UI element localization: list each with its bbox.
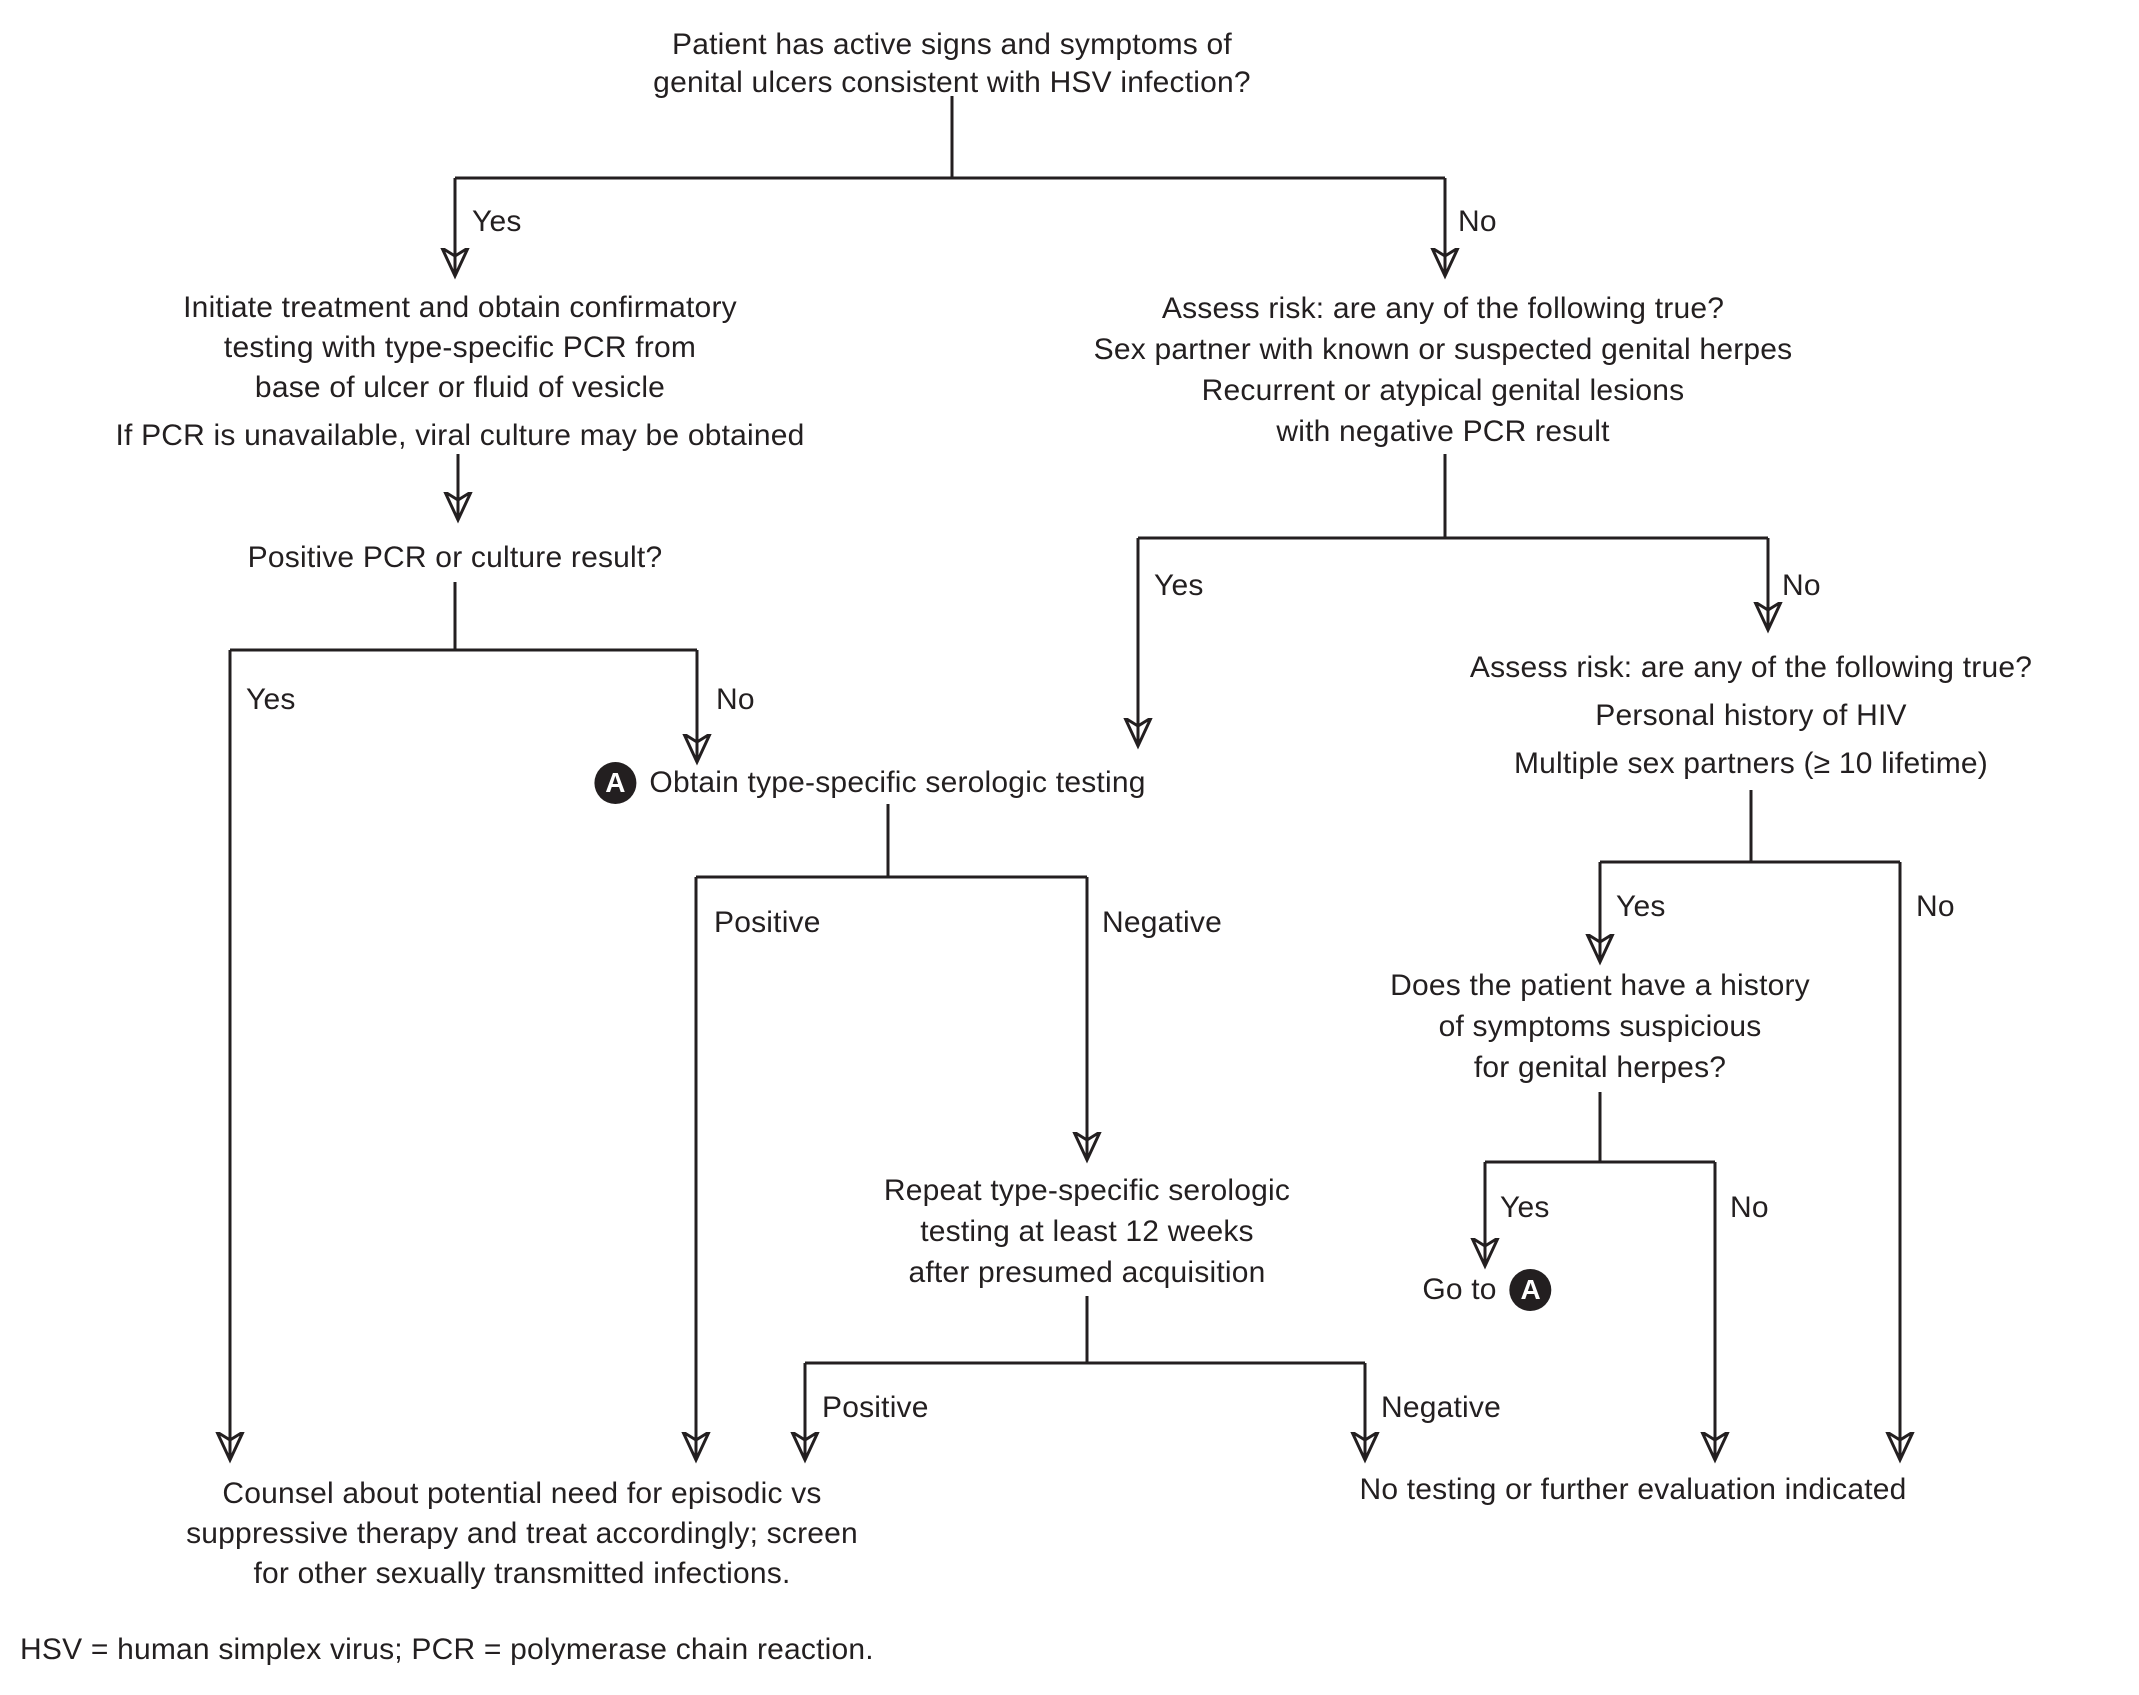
node-no-testing-line: No testing or further evaluation indicat… <box>1359 1473 1907 1506</box>
node-counsel: Counsel about potential need for episodi… <box>186 1474 858 1594</box>
node-counsel-line2: suppressive therapy and treat accordingl… <box>186 1517 858 1550</box>
node-pcr-question-line: Positive PCR or culture result? <box>247 541 663 574</box>
branch-label-serologic-negative: Negative <box>1102 906 1223 939</box>
node-initiate-line2: testing with type-specific PCR from <box>223 331 697 364</box>
node-assess2-line1: Assess risk: are any of the following tr… <box>1469 651 2033 684</box>
marker-a-badge: A <box>594 762 637 804</box>
node-top-question-line1: Patient has active signs and symptoms of <box>672 28 1232 61</box>
node-pcr-question: Positive PCR or culture result? <box>248 538 663 578</box>
abbreviation-footnote: HSV = human simplex virus; PCR = polymer… <box>20 1633 874 1666</box>
node-assess2-line3: Multiple sex partners (≥ 10 lifetime) <box>1513 747 1989 780</box>
node-assess-risk-1: Assess risk: are any of the following tr… <box>1094 288 1793 452</box>
branch-label-assess2-yes: Yes <box>1616 890 1666 923</box>
edge-assess1-split <box>1138 454 1768 746</box>
branch-label-history-yes: Yes <box>1500 1191 1550 1224</box>
node-history-question: Does the patient have a history of sympt… <box>1390 965 1810 1088</box>
branch-label-root-yes: Yes <box>472 205 522 238</box>
node-top-question: Patient has active signs and symptoms of… <box>653 26 1251 102</box>
node-repeat-line1: Repeat type-specific serologic <box>883 1174 1291 1207</box>
node-top-question-line2: genital ulcers consistent with HSV infec… <box>653 66 1251 99</box>
node-history-line1: Does the patient have a history <box>1390 969 1810 1002</box>
node-obtain-serologic: A Obtain type-specific serologic testing <box>594 761 1145 805</box>
edge-assess2-split <box>1600 790 1900 1460</box>
node-assess2-line2: Personal history of HIV <box>1595 699 1907 732</box>
node-initiate-treatment: Initiate treatment and obtain confirmato… <box>115 288 804 456</box>
node-repeat-line3: after presumed acquisition <box>908 1256 1266 1289</box>
node-goto-a: Go to A <box>1422 1268 1552 1312</box>
goto-a-badge: A <box>1509 1269 1552 1311</box>
node-goto-a-label: Go to <box>1422 1273 1497 1306</box>
node-history-line2: of symptoms suspicious <box>1438 1010 1762 1043</box>
branch-label-serologic-positive: Positive <box>714 906 821 939</box>
node-repeat-testing: Repeat type-specific serologic testing a… <box>884 1170 1290 1293</box>
node-assess1-line3: Recurrent or atypical genital lesions <box>1201 374 1685 407</box>
branch-label-pcr-yes: Yes <box>246 683 296 716</box>
node-assess-risk-2: Assess risk: are any of the following tr… <box>1470 644 2032 788</box>
node-obtain-serologic-label: Obtain type-specific serologic testing <box>649 766 1146 799</box>
edge-repeat-split <box>805 1296 1365 1460</box>
node-no-testing: No testing or further evaluation indicat… <box>1359 1470 1906 1510</box>
node-initiate-line1: Initiate treatment and obtain confirmato… <box>183 291 737 324</box>
node-history-line3: for genital herpes? <box>1473 1051 1727 1084</box>
branch-label-assess1-no: No <box>1782 569 1821 602</box>
branch-label-repeat-negative: Negative <box>1381 1391 1502 1424</box>
branch-label-history-no: No <box>1730 1191 1769 1224</box>
branch-label-root-no: No <box>1458 205 1497 238</box>
edge-root <box>455 96 1445 276</box>
node-assess1-line4: with negative PCR result <box>1276 415 1610 448</box>
node-initiate-line4: If PCR is unavailable, viral culture may… <box>115 419 805 452</box>
edge-serologic-split <box>696 804 1087 1460</box>
node-assess1-line2: Sex partner with known or suspected geni… <box>1093 333 1793 366</box>
branch-label-assess2-no: No <box>1916 890 1955 923</box>
edge-history-split <box>1485 1092 1715 1460</box>
branch-label-pcr-no: No <box>716 683 755 716</box>
branch-label-repeat-positive: Positive <box>822 1391 929 1424</box>
node-counsel-line1: Counsel about potential need for episodi… <box>222 1477 822 1510</box>
node-counsel-line3: for other sexually transmitted infection… <box>253 1557 791 1590</box>
edge-pcr-split <box>230 582 697 1460</box>
node-assess1-line1: Assess risk: are any of the following tr… <box>1161 292 1725 325</box>
node-repeat-line2: testing at least 12 weeks <box>920 1215 1254 1248</box>
branch-label-assess1-yes: Yes <box>1154 569 1204 602</box>
node-initiate-line3: base of ulcer or fluid of vesicle <box>254 371 666 404</box>
